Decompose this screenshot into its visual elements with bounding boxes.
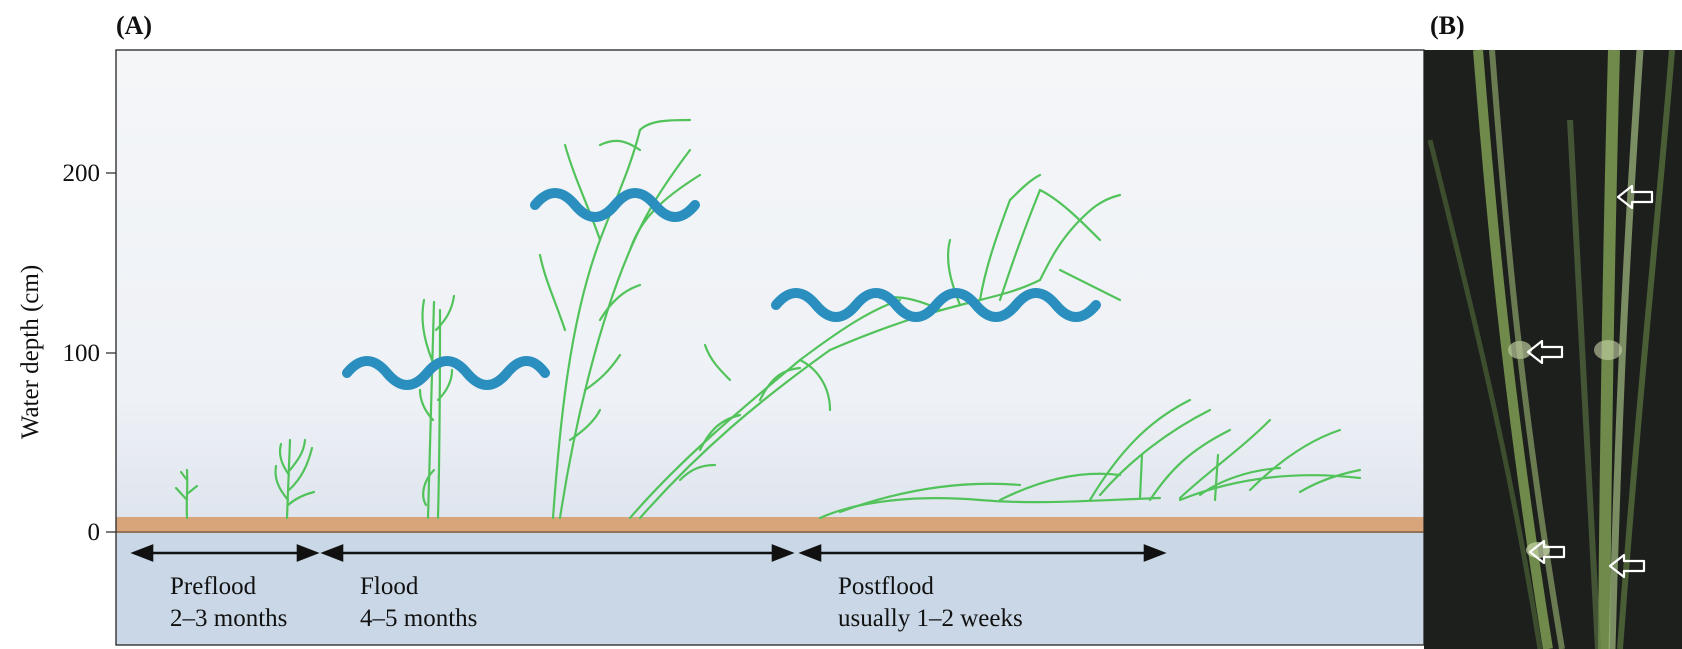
panel-b-photo <box>1424 50 1682 649</box>
phase-name-postflood: Postflood <box>838 573 934 600</box>
below-ground <box>116 533 1424 645</box>
panel-b-label: (B) <box>1430 11 1465 40</box>
stem-node <box>1508 341 1532 359</box>
y-tick-label-100: 100 <box>63 340 101 367</box>
phase-name-preflood: Preflood <box>170 573 257 600</box>
soil-layer <box>116 517 1424 533</box>
y-tick-label-0: 0 <box>88 519 101 546</box>
y-axis: Water depth (cm) 200 100 0 <box>17 160 116 546</box>
panel-a-label: (A) <box>116 11 152 40</box>
phase-duration-flood: 4–5 months <box>360 605 477 632</box>
phase-duration-preflood: 2–3 months <box>170 605 287 632</box>
y-tick-label-200: 200 <box>63 160 101 187</box>
phase-duration-postflood: usually 1–2 weeks <box>838 605 1023 632</box>
stem-node <box>1594 340 1622 360</box>
y-axis-label: Water depth (cm) <box>17 265 44 439</box>
phase-name-flood: Flood <box>360 573 419 600</box>
